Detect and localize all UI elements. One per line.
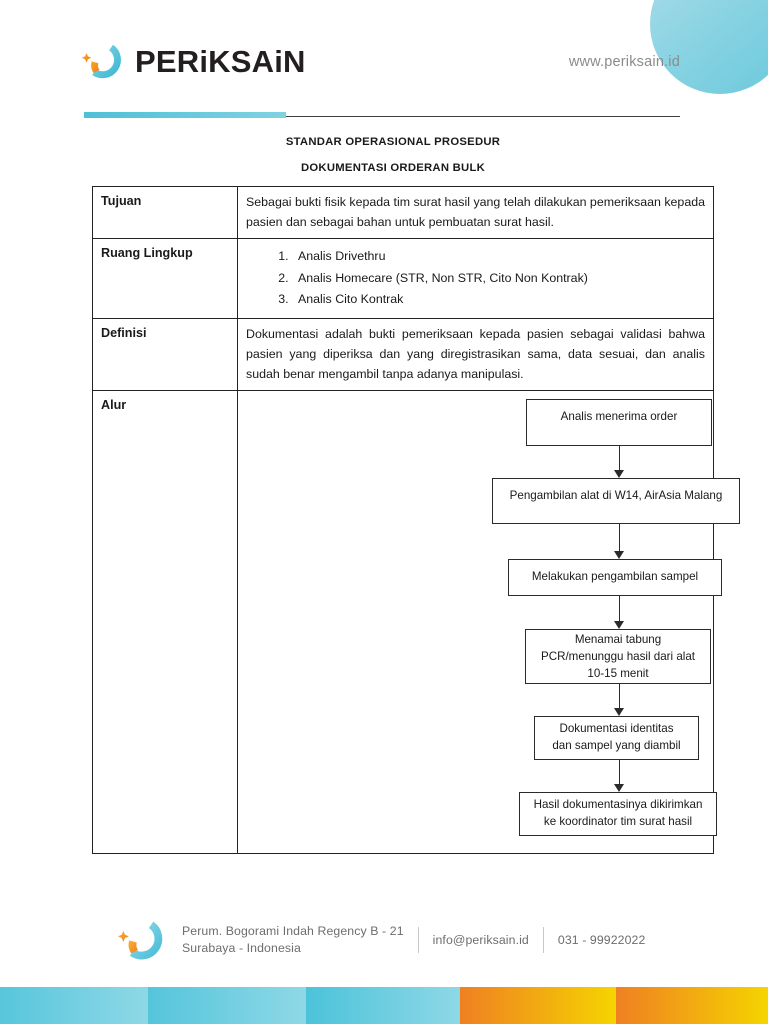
row-label-cell: Definisi [92,318,238,392]
brand-name: PERiKSAiN [135,43,306,79]
flow-arrow-5 [614,760,625,793]
page-footer: Perum. Bogorami Indah Regency B - 21 Sur… [0,912,768,974]
divider-accent [84,112,286,118]
footer-content: Perum. Bogorami Indah Regency B - 21 Sur… [116,914,659,966]
header-divider [84,112,680,119]
row-content-cell: Dokumentasi adalah bukti pemeriksaan kep… [237,318,714,392]
footer-email[interactable]: info@periksain.id [432,933,529,947]
page-header: PERiKSAiN www.periksain.id [0,0,768,125]
flow-step-4: Menamai tabung PCR/menunggu hasil dari a… [525,629,711,685]
flow-step-label: Analis menerima order [560,410,678,424]
document-title-secondary: DOKUMENTASI ORDERAN BULK [300,162,486,174]
brand-logo: PERiKSAiN [80,38,306,84]
flowchart-cell: Analis menerima order Pengambilan alat d… [237,390,740,855]
divider-line [286,116,680,118]
flow-step-label: Menamai tabung PCR/menunggu hasil dari a… [540,632,696,680]
flow-step-5: Dokumentasi identitas dan sampel yang di… [534,716,699,761]
row-content-cell: Analis Drivethru Analis Homecare (STR, N… [237,238,714,320]
periksain-circle-logo-icon [80,38,126,84]
row-label: Definisi [101,326,147,341]
table-row-definisi: Definisi Dokumentasi adalah bukti pemeri… [92,318,714,392]
flow-arrow-3 [614,596,625,630]
table-row-tujuan: Tujuan Sebagai bukti fisik kepada tim su… [92,185,714,240]
row-label: Alur [101,398,127,413]
flow-step-label: Pengambilan alat di W14, AirAsia Malang [509,489,723,503]
bottom-bar-orange-1 [460,987,616,1024]
row-label: Tujuan [101,194,142,208]
flow-step-2: Pengambilan alat di W14, AirAsia Malang [492,478,740,525]
flow-step-label: Melakukan pengambilan sampel [531,570,699,584]
flow-step-1: Analis menerima order [526,399,712,447]
footer-address: Perum. Bogorami Indah Regency B - 21 Sur… [182,923,404,955]
list-item: Analis Cito Kontrak [292,289,705,310]
bottom-bar-cyan-2 [148,987,306,1024]
flow-arrow-4 [614,684,625,717]
table-row-alur: Alur Analis menerima order Pengambilan a… [92,390,740,855]
flow-step-3: Melakukan pengambilan sampel [508,559,722,597]
row-label-cell: Tujuan [92,185,238,240]
footer-phone[interactable]: 031 - 99922022 [557,933,646,947]
bottom-bar-cyan-3 [306,987,460,1024]
document-title-primary: STANDAR OPERASIONAL PROSEDUR [285,136,501,148]
row-label-cell: Ruang Lingkup [92,238,238,320]
row-text: Sebagai bukti fisik kepada tim surat has… [246,195,705,230]
row-label-cell: Alur [92,390,238,855]
list-item: Analis Homecare (STR, Non STR, Cito Non … [292,268,705,289]
bottom-bar-orange-2 [616,987,768,1024]
bottom-bar-cyan-1 [0,987,148,1024]
footer-divider-2 [542,927,544,953]
flow-step-6: Hasil dokumentasinya dikirimkan ke koord… [519,792,717,837]
footer-divider-1 [417,927,419,953]
row-text: Dokumentasi adalah bukti pemeriksaan kep… [246,327,705,382]
table-row-ruang-lingkup: Ruang Lingkup Analis Drivethru Analis Ho… [92,238,714,320]
bottom-color-bar [0,987,768,1024]
scope-list: Analis Drivethru Analis Homecare (STR, N… [246,246,705,310]
row-content-cell: Sebagai bukti fisik kepada tim surat has… [237,185,714,240]
row-label: Ruang Lingkup [101,246,193,261]
flow-step-label: Dokumentasi identitas dan sampel yang di… [552,722,681,753]
website-url: www.periksain.id [568,54,680,70]
flow-arrow-1 [614,446,625,479]
flowchart: Analis menerima order Pengambilan alat d… [238,391,740,853]
periksain-circle-logo-icon [116,914,168,966]
sop-table: Tujuan Sebagai bukti fisik kepada tim su… [92,185,740,855]
flow-arrow-2 [614,524,625,560]
list-item: Analis Drivethru [292,246,705,267]
flow-step-label: Hasil dokumentasinya dikirimkan ke koord… [533,798,703,829]
document-titles: STANDAR OPERASIONAL PROSEDUR DOKUMENTASI… [0,136,768,174]
